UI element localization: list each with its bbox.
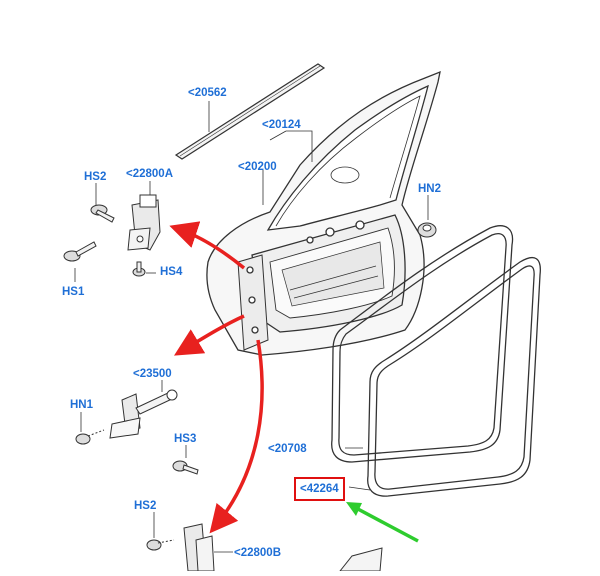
lower-partial-part — [338, 547, 383, 572]
label-hn1[interactable]: HN1 — [70, 399, 94, 411]
door-weatherstrip-20708[interactable] — [331, 225, 514, 463]
upper-hinge-part[interactable] — [127, 194, 161, 251]
label-hs2-bottom[interactable]: HS2 — [134, 500, 157, 512]
belt-weatherstrip-part[interactable] — [174, 63, 326, 160]
bolt-hs2-bottom[interactable] — [146, 539, 175, 551]
bolt-hs2-top[interactable] — [90, 204, 115, 223]
label-22800a[interactable]: <22800A — [126, 168, 173, 180]
label-20708[interactable]: <20708 — [268, 443, 307, 455]
nut-hn1[interactable] — [75, 429, 105, 445]
front-door-shell[interactable] — [206, 70, 441, 356]
label-hs1[interactable]: HS1 — [62, 286, 85, 298]
label-23500[interactable]: <23500 — [133, 368, 172, 380]
label-20562[interactable]: <20562 — [188, 87, 227, 99]
callout-arrows — [169, 221, 264, 534]
label-42264-highlighted[interactable]: <42264 — [294, 477, 345, 501]
label-hs4[interactable]: HS4 — [160, 266, 183, 278]
door-check-part[interactable] — [109, 389, 178, 439]
label-hs2-top[interactable]: HS2 — [84, 171, 107, 183]
bolt-hs1[interactable] — [63, 241, 97, 262]
label-22800b[interactable]: <22800B — [234, 547, 281, 559]
door-weatherstrip-42264[interactable] — [367, 257, 541, 497]
label-20124[interactable]: <20124 — [262, 119, 301, 131]
leader-lines — [74, 101, 429, 553]
label-20200[interactable]: <20200 — [238, 161, 277, 173]
bolt-hs3[interactable] — [172, 460, 199, 475]
pointer-arrow — [346, 502, 419, 543]
bolt-hs4[interactable] — [132, 261, 146, 277]
label-hn2[interactable]: HN2 — [418, 183, 442, 195]
nut-hn2[interactable] — [417, 222, 437, 238]
label-hs3[interactable]: HS3 — [174, 433, 197, 445]
lower-hinge-part[interactable] — [183, 523, 215, 572]
